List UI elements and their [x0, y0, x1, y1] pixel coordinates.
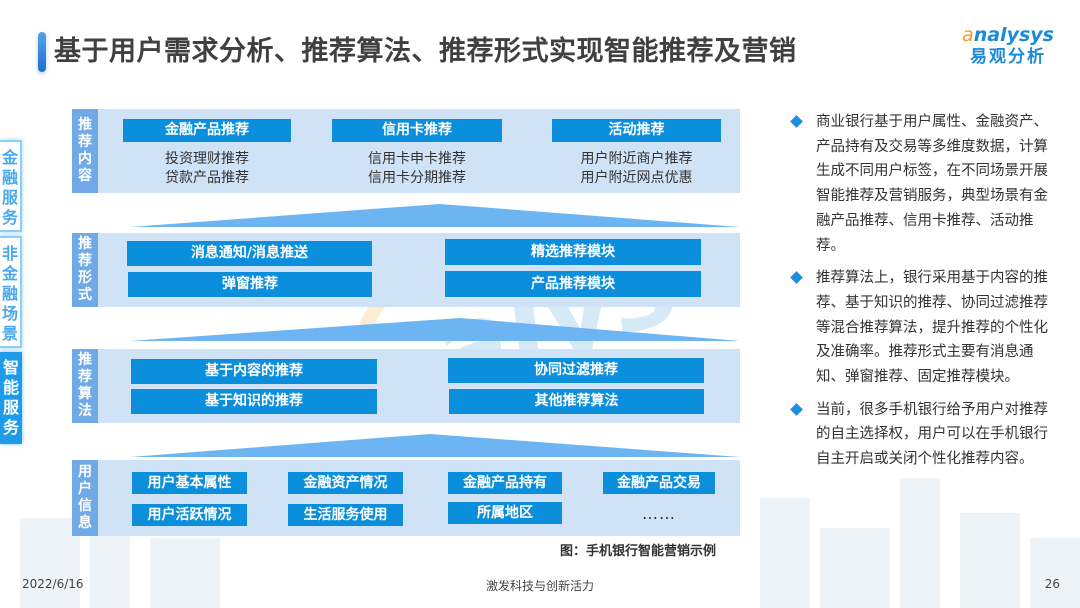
pill-life-services: 生活服务使用	[288, 504, 403, 526]
upward-arrow-icon	[130, 434, 740, 457]
pill-knowledge-based: 基于知识的推荐	[131, 389, 377, 414]
footer-slogan: 激发科技与创新活力	[485, 579, 594, 593]
layer-label: 推荐算法	[72, 349, 98, 423]
pill-featured-module: 精选推荐模块	[445, 239, 701, 265]
sub-item: 用户附近商户推荐	[580, 151, 693, 167]
side-tab-non-financial-scenarios[interactable]: 非金融场景	[0, 236, 22, 348]
pill-collaborative-filtering: 协同过滤推荐	[448, 358, 704, 383]
pill-credit-card-recommend: 信用卡推荐	[332, 119, 502, 142]
pill-popup-recommend: 弹窗推荐	[128, 272, 372, 297]
page-title: 基于用户需求分析、推荐算法、推荐形式实现智能推荐及营销	[54, 36, 797, 67]
figure-caption: 图：手机银行智能营销示例	[560, 544, 717, 559]
bullet-item: 商业银行基于用户属性、金融资产、产品持有及交易等多维度数据，计算生成不同用户标签…	[790, 110, 1060, 258]
side-tab-financial-services[interactable]: 金融服务	[0, 140, 22, 232]
logo-english: analysys	[962, 24, 1054, 46]
side-tab-smart-services[interactable]: 智能服务	[0, 352, 22, 444]
bullet-item: 推荐算法上，银行采用基于内容的推荐、基于知识的推荐、协同过滤推荐等混合推荐算法，…	[790, 266, 1060, 390]
layer-recommend-form: 推荐形式 消息通知/消息推送 弹窗推荐 精选推荐模块 产品推荐模块	[72, 233, 740, 307]
footer-date: 2022/6/16	[22, 577, 84, 591]
layer-label: 推荐内容	[72, 109, 98, 193]
sub-item: 信用卡分期推荐	[368, 170, 466, 186]
diamond-bullet-icon	[790, 402, 803, 416]
pill-region: 所属地区	[448, 502, 562, 524]
pill-financial-assets: 金融资产情况	[288, 472, 403, 494]
pill-activity-recommend: 活动推荐	[552, 119, 721, 142]
sub-item: 贷款产品推荐	[165, 170, 249, 186]
layer-user-info: 用户信息 用户基本属性 金融资产情况 金融产品持有 金融产品交易 用户活跃情况 …	[72, 460, 740, 536]
bullet-item: 当前，很多手机银行给予用户对推荐的自主选择权，用户可以在手机银行自主开启或关闭个…	[790, 398, 1060, 472]
layer-label: 推荐形式	[72, 233, 98, 307]
pill-other-algorithms: 其他推荐算法	[449, 389, 704, 414]
more-ellipsis: ……	[642, 504, 676, 523]
layer-recommend-algorithm: 推荐算法 基于内容的推荐 基于知识的推荐 协同过滤推荐 其他推荐算法	[72, 349, 740, 423]
page-number: 26	[1044, 577, 1060, 591]
upward-arrow-icon	[130, 204, 740, 227]
layer-label: 用户信息	[72, 460, 98, 536]
pill-financial-product-recommend: 金融产品推荐	[123, 119, 291, 142]
pill-content-based: 基于内容的推荐	[131, 359, 377, 384]
pill-product-transactions: 金融产品交易	[603, 472, 715, 494]
sub-item: 投资理财推荐	[165, 151, 249, 167]
sub-item: 信用卡申卡推荐	[368, 151, 466, 167]
analysys-logo: analysys 易观分析	[958, 24, 1058, 68]
upward-arrow-icon	[130, 318, 740, 341]
sub-item: 用户附近网点优惠	[580, 170, 693, 186]
logo-chinese: 易观分析	[970, 47, 1046, 67]
diamond-bullet-icon	[790, 271, 803, 285]
pill-user-activity: 用户活跃情况	[132, 504, 247, 526]
pill-product-module: 产品推荐模块	[445, 271, 701, 297]
diamond-bullet-icon	[790, 115, 803, 128]
bullet-list: 商业银行基于用户属性、金融资产、产品持有及交易等多维度数据，计算生成不同用户标签…	[790, 110, 1060, 480]
pill-message-push: 消息通知/消息推送	[127, 241, 372, 266]
pill-product-holdings: 金融产品持有	[448, 472, 562, 494]
side-tabs: 金融服务 非金融场景 智能服务	[0, 140, 22, 448]
layer-recommend-content: 推荐内容 金融产品推荐 投资理财推荐 贷款产品推荐 信用卡推荐 信用卡申卡推荐 …	[72, 109, 740, 193]
title-accent-bar	[38, 32, 46, 72]
pill-user-attributes: 用户基本属性	[132, 472, 247, 494]
